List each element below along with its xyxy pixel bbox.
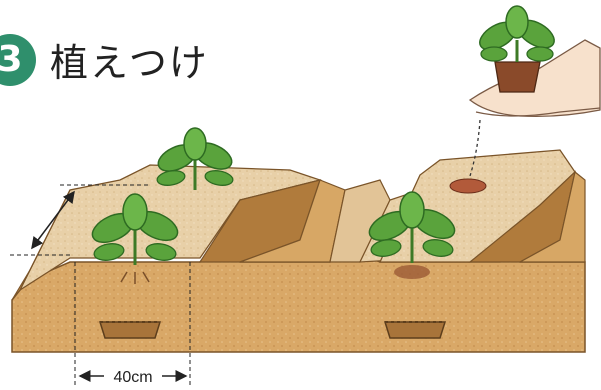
step-heading: 3 植えつけ [0, 32, 209, 87]
hands-with-seedling-pot [468, 5, 601, 118]
seedling-front-right [368, 191, 456, 279]
fertilizer-tray-left [98, 321, 162, 339]
step-title: 植えつけ [50, 41, 209, 85]
spacing-dimension: 40cm [74, 262, 191, 386]
seedling-back-left [156, 127, 234, 190]
planting-hole [449, 178, 487, 194]
soil-body [11, 249, 586, 353]
spacing-label: 40cm [113, 369, 152, 386]
seedling-front-left [91, 193, 179, 284]
ridge-width-dimension [10, 184, 150, 256]
fertilizer-tray-right [383, 321, 447, 339]
